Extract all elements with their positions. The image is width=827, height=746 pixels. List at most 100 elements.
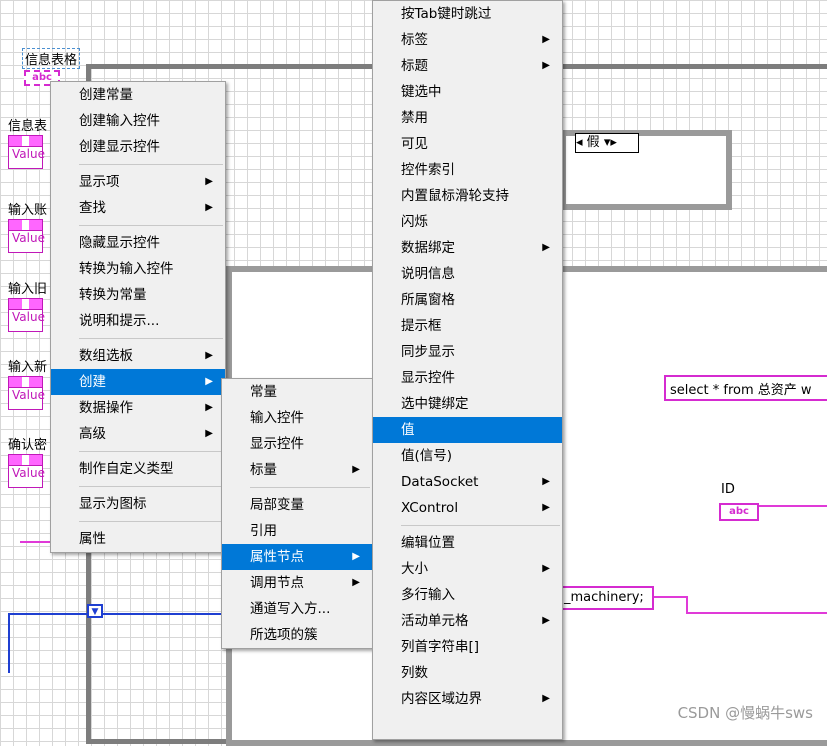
menu-item[interactable]: 列首字符串[]: [373, 634, 562, 660]
menu-item[interactable]: 按Tab键时跳过: [373, 1, 562, 27]
terminal-control[interactable]: Value: [8, 135, 45, 169]
menu-item[interactable]: 显示为图标: [51, 491, 225, 517]
menu-item[interactable]: 可见: [373, 131, 562, 157]
menu-item-label: 值: [401, 422, 415, 438]
menu-item[interactable]: 内容区域边界▶: [373, 686, 562, 712]
submenu-arrow-icon: ▶: [542, 34, 550, 45]
menu-item[interactable]: 同步显示: [373, 339, 562, 365]
menu-item[interactable]: 输入控件: [222, 405, 372, 431]
menu-item-label: 输入控件: [250, 410, 304, 426]
menu-separator: [401, 525, 560, 526]
terminal-value: Value: [12, 147, 45, 161]
terminal-label[interactable]: 信息表: [8, 119, 48, 134]
menu-item-label: 创建: [79, 374, 106, 390]
menu-item[interactable]: 隐藏显示控件: [51, 230, 225, 256]
menu-item[interactable]: 说明信息: [373, 261, 562, 287]
sql-string-constant[interactable]: select * from 总资产 w: [664, 375, 827, 401]
menu-item[interactable]: 引用: [222, 518, 372, 544]
menu-item-label: 通道写入方...: [250, 601, 331, 617]
menu-item-label: 所选项的簇: [250, 627, 318, 643]
menu-item[interactable]: 局部变量: [222, 492, 372, 518]
menu-item-label: 常量: [250, 384, 277, 400]
menu-item[interactable]: 显示控件: [373, 365, 562, 391]
terminal-control[interactable]: Value: [8, 454, 45, 488]
menu-item[interactable]: 控件索引: [373, 157, 562, 183]
terminal-control[interactable]: Value: [8, 298, 45, 332]
property-node-submenu: 按Tab键时跳过标签▶标题▶键选中禁用可见控件索引内置鼠标滑轮支持闪烁数据绑定▶…: [372, 0, 563, 740]
menu-item-label: 大小: [401, 561, 428, 577]
menu-item-label: 标量: [250, 462, 277, 478]
menu-item[interactable]: 数据绑定▶: [373, 235, 562, 261]
terminal-control[interactable]: Value: [8, 376, 45, 410]
case-selector[interactable]: ◂ 假 ▾▸: [575, 133, 639, 153]
terminal-label[interactable]: 输入账: [8, 203, 48, 218]
menu-item[interactable]: 标签▶: [373, 27, 562, 53]
case-selector-value: 假: [586, 135, 600, 150]
terminal-label[interactable]: 输入旧: [8, 282, 48, 297]
menu-item[interactable]: 数据操作▶: [51, 395, 225, 421]
menu-item[interactable]: 活动单元格▶: [373, 608, 562, 634]
menu-item[interactable]: DataSocket▶: [373, 469, 562, 495]
menu-item[interactable]: 值: [373, 417, 562, 443]
menu-item[interactable]: 创建▶: [51, 369, 225, 395]
menu-item[interactable]: 闪烁: [373, 209, 562, 235]
menu-item[interactable]: 多行输入: [373, 582, 562, 608]
menu-item[interactable]: 查找▶: [51, 195, 225, 221]
menu-item[interactable]: 所属窗格: [373, 287, 562, 313]
menu-item[interactable]: 调用节点▶: [222, 570, 372, 596]
menu-item[interactable]: 显示项▶: [51, 169, 225, 195]
menu-item[interactable]: 键选中: [373, 79, 562, 105]
menu-item[interactable]: 标量▶: [222, 457, 372, 483]
id-label: ID: [721, 482, 735, 497]
shift-register-icon[interactable]: ▼: [87, 604, 103, 618]
menu-item[interactable]: 通道写入方...: [222, 596, 372, 622]
menu-item[interactable]: 选中键绑定: [373, 391, 562, 417]
menu-item[interactable]: 数组选板▶: [51, 343, 225, 369]
terminal-label[interactable]: 输入新: [8, 360, 48, 375]
menu-item[interactable]: 标题▶: [373, 53, 562, 79]
menu-item[interactable]: 创建输入控件: [51, 108, 225, 134]
abc-text: abc: [32, 72, 52, 83]
menu-item[interactable]: 值(信号): [373, 443, 562, 469]
menu-item[interactable]: 说明和提示...: [51, 308, 225, 334]
menu-item-label: 创建常量: [79, 87, 133, 103]
menu-item[interactable]: 高级▶: [51, 421, 225, 447]
control-label-info-table[interactable]: 信息表格: [22, 48, 81, 69]
menu-item[interactable]: 制作自定义类型: [51, 456, 225, 482]
menu-item[interactable]: 所选项的簇: [222, 622, 372, 648]
menu-item[interactable]: 常量: [222, 379, 372, 405]
table-name-constant[interactable]: _machinery;: [558, 586, 654, 610]
submenu-arrow-icon: ▶: [542, 60, 550, 71]
menu-item[interactable]: 内置鼠标滑轮支持: [373, 183, 562, 209]
menu-item[interactable]: 转换为输入控件: [51, 256, 225, 282]
menu-item-label: 数据操作: [79, 400, 133, 416]
menu-item-label: 禁用: [401, 110, 428, 126]
menu-item[interactable]: 编辑位置: [373, 530, 562, 556]
case-structure-frame[interactable]: [560, 130, 732, 210]
terminal-value: Value: [12, 388, 45, 402]
menu-item-label: 引用: [250, 523, 277, 539]
context-menu-main-items: 创建常量创建输入控件创建显示控件显示项▶查找▶ 隐藏显示控件转换为输入控件转换为常…: [51, 82, 225, 552]
menu-item[interactable]: 属性节点▶: [222, 544, 372, 570]
menu-item[interactable]: 提示框: [373, 313, 562, 339]
menu-item-label: 显示控件: [401, 370, 455, 386]
menu-item[interactable]: 禁用: [373, 105, 562, 131]
id-indicator[interactable]: abc: [719, 503, 759, 521]
terminal-control[interactable]: Value: [8, 219, 45, 253]
terminal-label[interactable]: 确认密: [8, 438, 48, 453]
menu-item-label: 调用节点: [250, 575, 304, 591]
terminal-header: [9, 220, 42, 231]
menu-separator: [79, 338, 223, 339]
menu-item-label: 按Tab键时跳过: [401, 6, 492, 22]
menu-item[interactable]: XControl▶: [373, 495, 562, 521]
menu-item-label: 活动单元格: [401, 613, 469, 629]
menu-item[interactable]: 转换为常量: [51, 282, 225, 308]
menu-item[interactable]: 创建常量: [51, 82, 225, 108]
submenu-arrow-icon: ▶: [542, 476, 550, 487]
menu-item[interactable]: 列数: [373, 660, 562, 686]
menu-item[interactable]: 属性: [51, 526, 225, 552]
menu-item[interactable]: 创建显示控件: [51, 134, 225, 160]
menu-item[interactable]: 大小▶: [373, 556, 562, 582]
context-menu-main: 创建常量创建输入控件创建显示控件显示项▶查找▶ 隐藏显示控件转换为输入控件转换为常…: [50, 81, 226, 553]
menu-item[interactable]: 显示控件: [222, 431, 372, 457]
